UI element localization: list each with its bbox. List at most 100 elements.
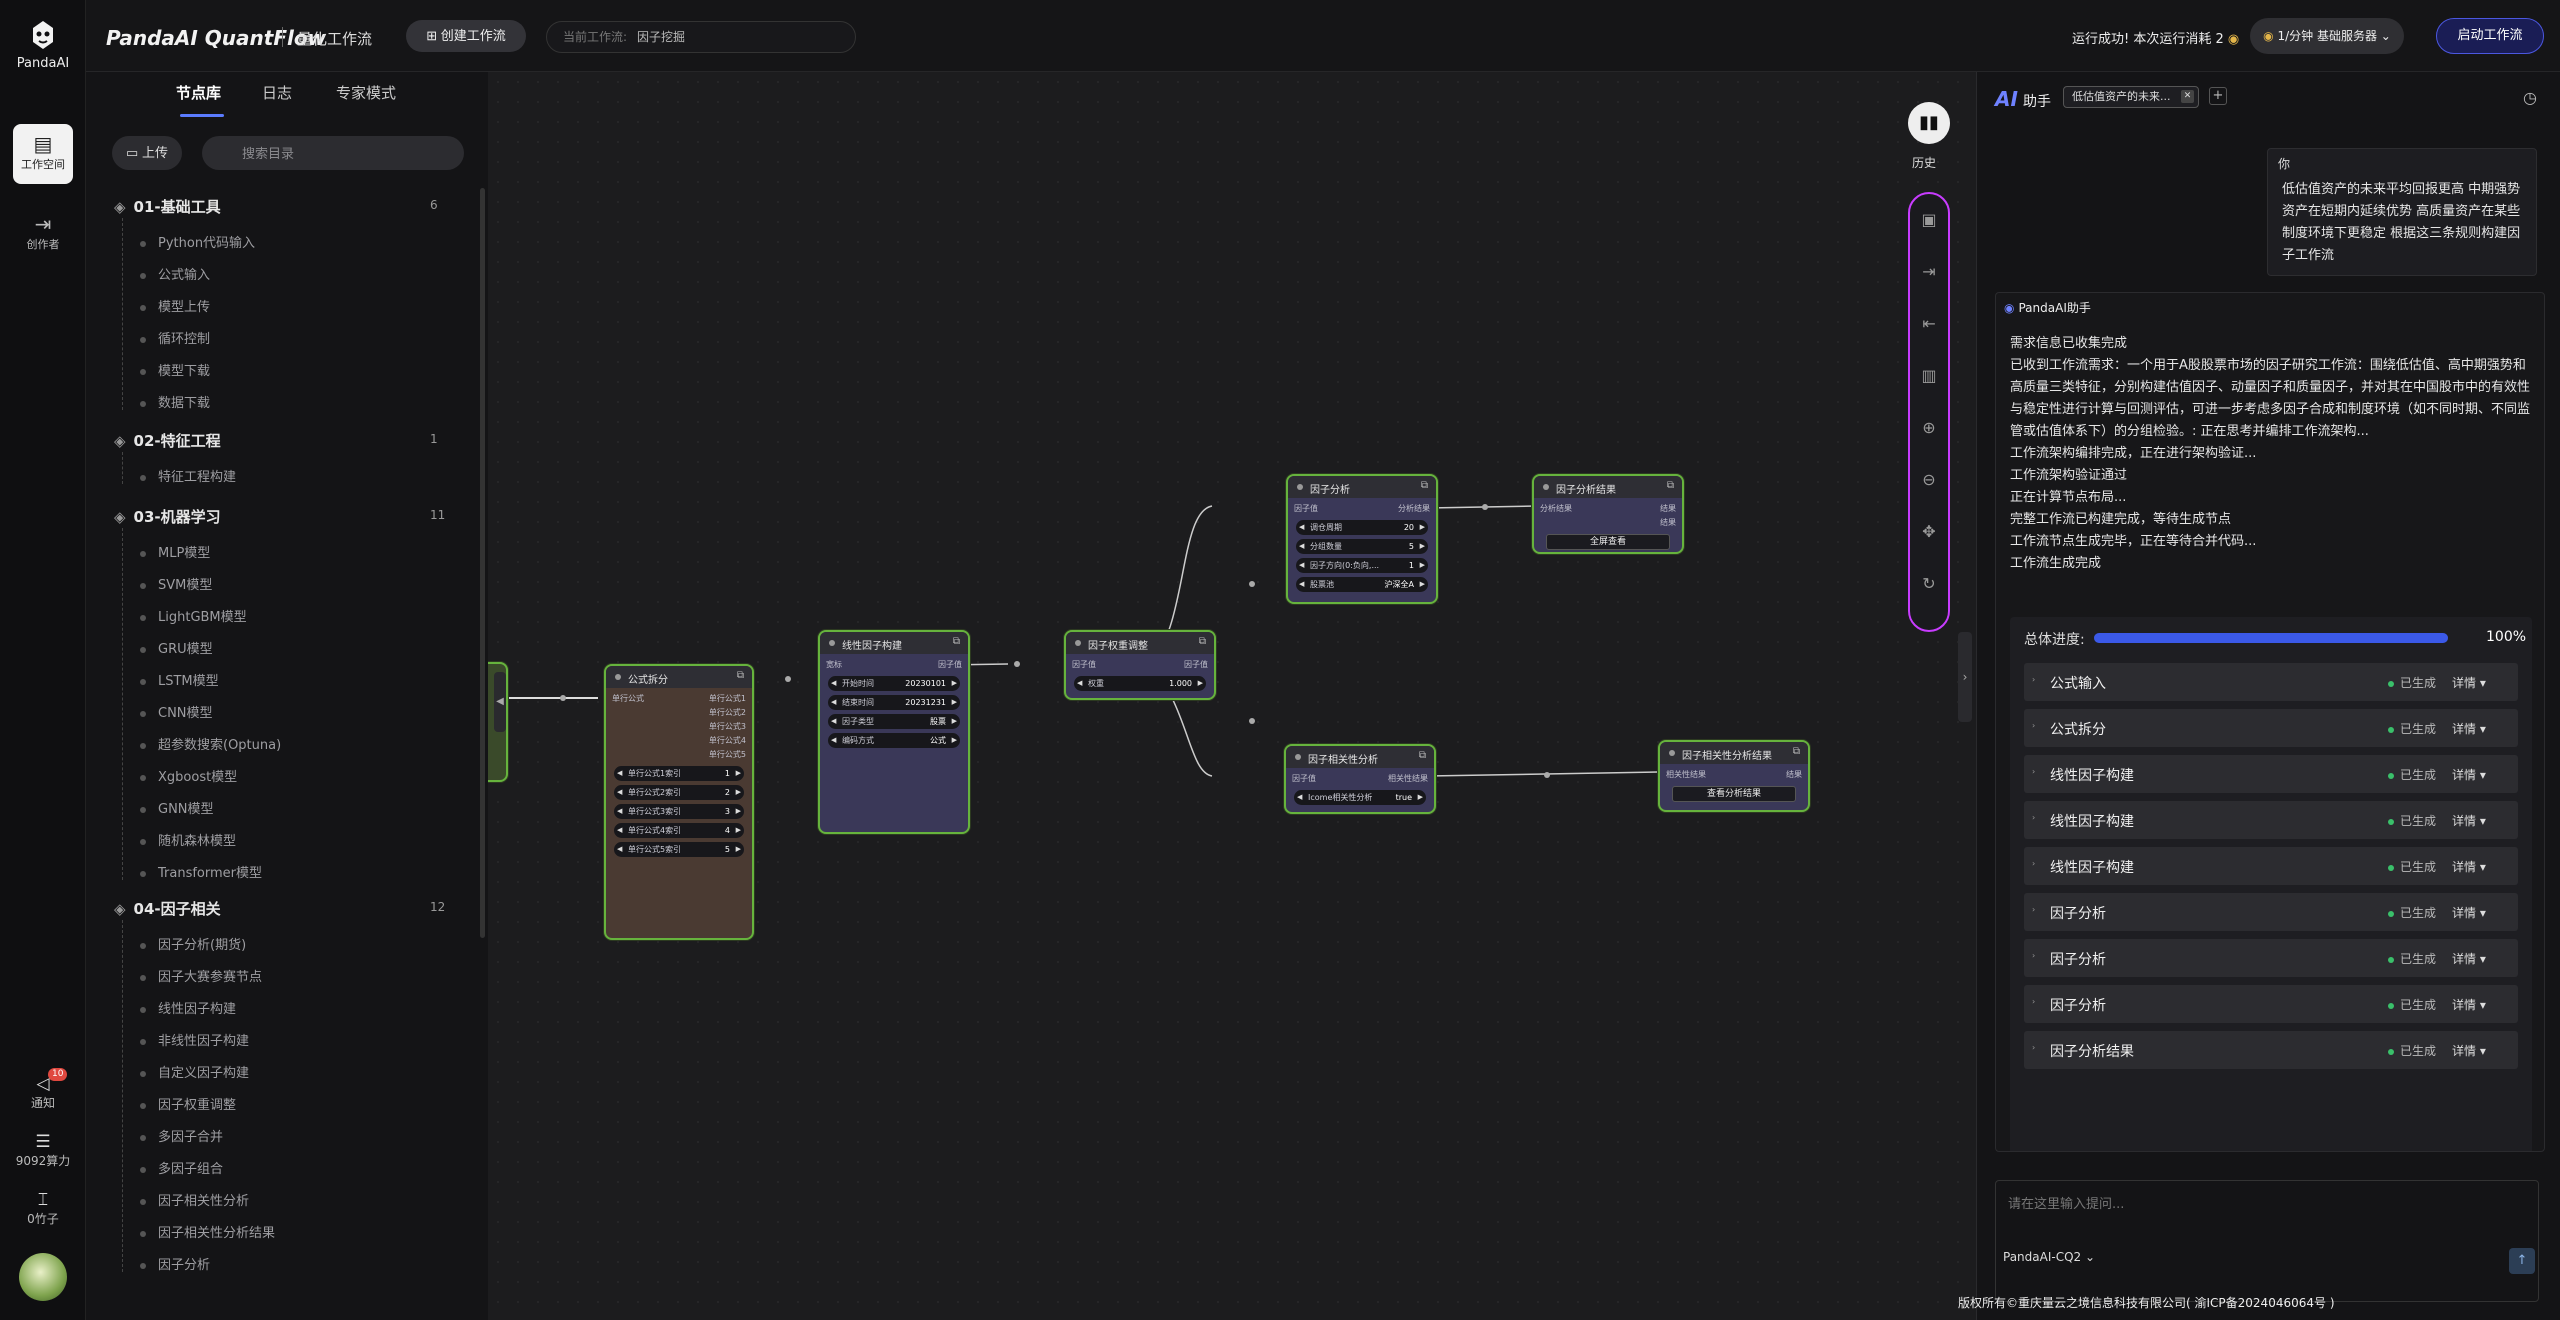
node-input-port[interactable]: 因子值 [1292, 774, 1316, 783]
library-item[interactable]: 自定义因子构建 [140, 1062, 249, 1081]
library-item[interactable]: 多因子合并 [140, 1126, 223, 1145]
wire-reroute-dot[interactable] [785, 676, 791, 682]
step-detail-toggle[interactable]: 详情 ▾ [2452, 722, 2486, 736]
tab-expert-mode[interactable]: 专家模式 [336, 84, 397, 102]
rail-compute-button[interactable]: ☰ 9092算力 [0, 1132, 86, 1169]
node-output-port[interactable]: 分析结果 [1398, 504, 1430, 513]
model-select[interactable]: PandaAI-CQ2 ⌄ [2003, 1250, 2095, 1264]
library-item[interactable]: 因子相关性分析结果 [140, 1222, 275, 1241]
zoom-in-icon[interactable]: ⊕ [1922, 418, 1936, 437]
node-input-port[interactable]: 单行公式 [612, 694, 644, 703]
node-input-port[interactable]: 因子值 [1294, 504, 1318, 513]
node-number-widget[interactable]: 因子方向(0:负向,...1 [1296, 558, 1428, 573]
collapse-ai-panel-handle[interactable]: › [1958, 632, 1972, 722]
library-item[interactable]: 超参数搜索(Optuna) [140, 734, 281, 753]
node-header[interactable]: 因子相关性分析⧉ [1286, 746, 1434, 768]
new-chat-button[interactable]: + [2209, 87, 2227, 105]
library-item[interactable]: 因子分析(期货) [140, 934, 246, 953]
node-output-port[interactable]: 结果 [1660, 518, 1676, 527]
library-item[interactable]: LightGBM模型 [140, 606, 247, 625]
library-scrollbar[interactable] [480, 188, 485, 938]
library-item[interactable]: SVM模型 [140, 574, 212, 593]
current-workflow-field[interactable]: 当前工作流:因子挖掘 [546, 21, 856, 53]
rail-creator-button[interactable]: ⇥ 创作者 [13, 204, 73, 264]
library-item[interactable]: 多因子组合 [140, 1158, 223, 1177]
node-input-port[interactable]: 分析结果 [1540, 504, 1572, 513]
node-expand-icon[interactable]: ⧉ [1666, 480, 1674, 491]
library-item[interactable]: 公式输入 [140, 264, 210, 283]
ai-chat-tab[interactable]: 低估值资产的未来... [2063, 86, 2199, 108]
step-row[interactable]: ›因子分析结果已生成详情 ▾ [2024, 1031, 2518, 1069]
step-detail-toggle[interactable]: 详情 ▾ [2452, 860, 2486, 874]
node-expand-icon[interactable]: ⧉ [952, 636, 960, 647]
import-icon[interactable]: ⇤ [1922, 314, 1936, 333]
step-detail-toggle[interactable]: 详情 ▾ [2452, 906, 2486, 920]
node-output-port[interactable]: 单行公式5 [708, 750, 746, 759]
search-input[interactable] [202, 136, 464, 170]
library-item[interactable]: 非线性因子构建 [140, 1030, 249, 1049]
library-item[interactable]: GNN模型 [140, 798, 214, 817]
library-item[interactable]: 因子分析 [140, 1254, 210, 1273]
node-header[interactable]: 线性因子构建⧉ [820, 632, 968, 654]
step-detail-toggle[interactable]: 详情 ▾ [2452, 768, 2486, 782]
step-row[interactable]: ›公式拆分已生成详情 ▾ [2024, 709, 2518, 747]
library-item[interactable]: Xgboost模型 [140, 766, 237, 785]
step-row[interactable]: ›因子分析已生成详情 ▾ [2024, 939, 2518, 977]
tab-node-library[interactable]: 节点库 [176, 84, 222, 102]
step-row[interactable]: ›线性因子构建已生成详情 ▾ [2024, 847, 2518, 885]
view-analysis-result-button[interactable]: 查看分析结果 [1672, 786, 1796, 802]
node-output-port[interactable]: 单行公式2 [708, 708, 746, 717]
node-factor-correlation-result[interactable]: 因子相关性分析结果⧉ 相关性结果结果 查看分析结果 [1658, 740, 1810, 812]
node-input-port[interactable]: 相关性结果 [1666, 770, 1706, 779]
step-detail-toggle[interactable]: 详情 ▾ [2452, 1044, 2486, 1058]
node-number-widget[interactable]: 权重1.000 [1074, 676, 1206, 691]
library-item[interactable]: 模型上传 [140, 296, 210, 315]
send-button[interactable]: ↑ [2509, 1248, 2535, 1274]
close-icon[interactable]: ✕ [2181, 90, 2194, 103]
step-row[interactable]: ›因子分析已生成详情 ▾ [2024, 985, 2518, 1023]
library-item[interactable]: MLP模型 [140, 542, 210, 561]
rail-workspace-button[interactable]: ▤ 工作空间 [13, 124, 73, 184]
library-category[interactable]: ◈04-因子相关 [114, 898, 221, 919]
node-output-port[interactable]: 单行公式1 [708, 694, 746, 703]
wire-reroute-dot[interactable] [1482, 504, 1488, 510]
library-item[interactable]: 因子权重调整 [140, 1094, 236, 1113]
library-item[interactable]: 特征工程构建 [140, 466, 236, 485]
step-row[interactable]: ›线性因子构建已生成详情 ▾ [2024, 755, 2518, 793]
wire-reroute-dot[interactable] [1544, 772, 1550, 778]
step-row[interactable]: ›线性因子构建已生成详情 ▾ [2024, 801, 2518, 839]
node-factor-analysis-result[interactable]: 因子分析结果⧉ 分析结果结果 结果 全屏查看 [1532, 474, 1684, 554]
library-item[interactable]: GRU模型 [140, 638, 213, 657]
wire-reroute-dot[interactable] [1249, 581, 1255, 587]
step-row[interactable]: ›因子分析已生成详情 ▾ [2024, 893, 2518, 931]
library-item[interactable]: 线性因子构建 [140, 998, 236, 1017]
trash-icon[interactable]: ▥ [1921, 366, 1937, 385]
start-workflow-button[interactable]: 启动工作流 [2436, 18, 2544, 54]
library-item[interactable]: 循环控制 [140, 328, 210, 347]
rail-logo[interactable]: PandaAI [0, 18, 86, 71]
library-category[interactable]: ◈02-特征工程 [114, 430, 221, 451]
wire-reroute-dot[interactable] [560, 695, 566, 701]
library-item[interactable]: 数据下载 [140, 392, 210, 411]
history-button[interactable]: ▮▮ [1908, 102, 1950, 144]
fullscreen-view-button[interactable]: 全屏查看 [1546, 534, 1670, 550]
node-header[interactable]: 因子分析结果⧉ [1534, 476, 1682, 498]
node-header[interactable]: 因子相关性分析结果⧉ [1660, 742, 1808, 764]
library-category[interactable]: ◈03-机器学习 [114, 506, 221, 527]
export-icon[interactable]: ⇥ [1922, 262, 1936, 281]
wire-reroute-dot[interactable] [1014, 661, 1020, 667]
workflow-canvas[interactable]: ◀ 公式拆分⧉ 单行公式单行公式1 单行公式2 单行公式3 单行公式4 单行公式… [488, 72, 1976, 1320]
node-output-port[interactable]: 单行公式4 [708, 736, 746, 745]
library-category[interactable]: ◈01-基础工具 [114, 196, 221, 217]
